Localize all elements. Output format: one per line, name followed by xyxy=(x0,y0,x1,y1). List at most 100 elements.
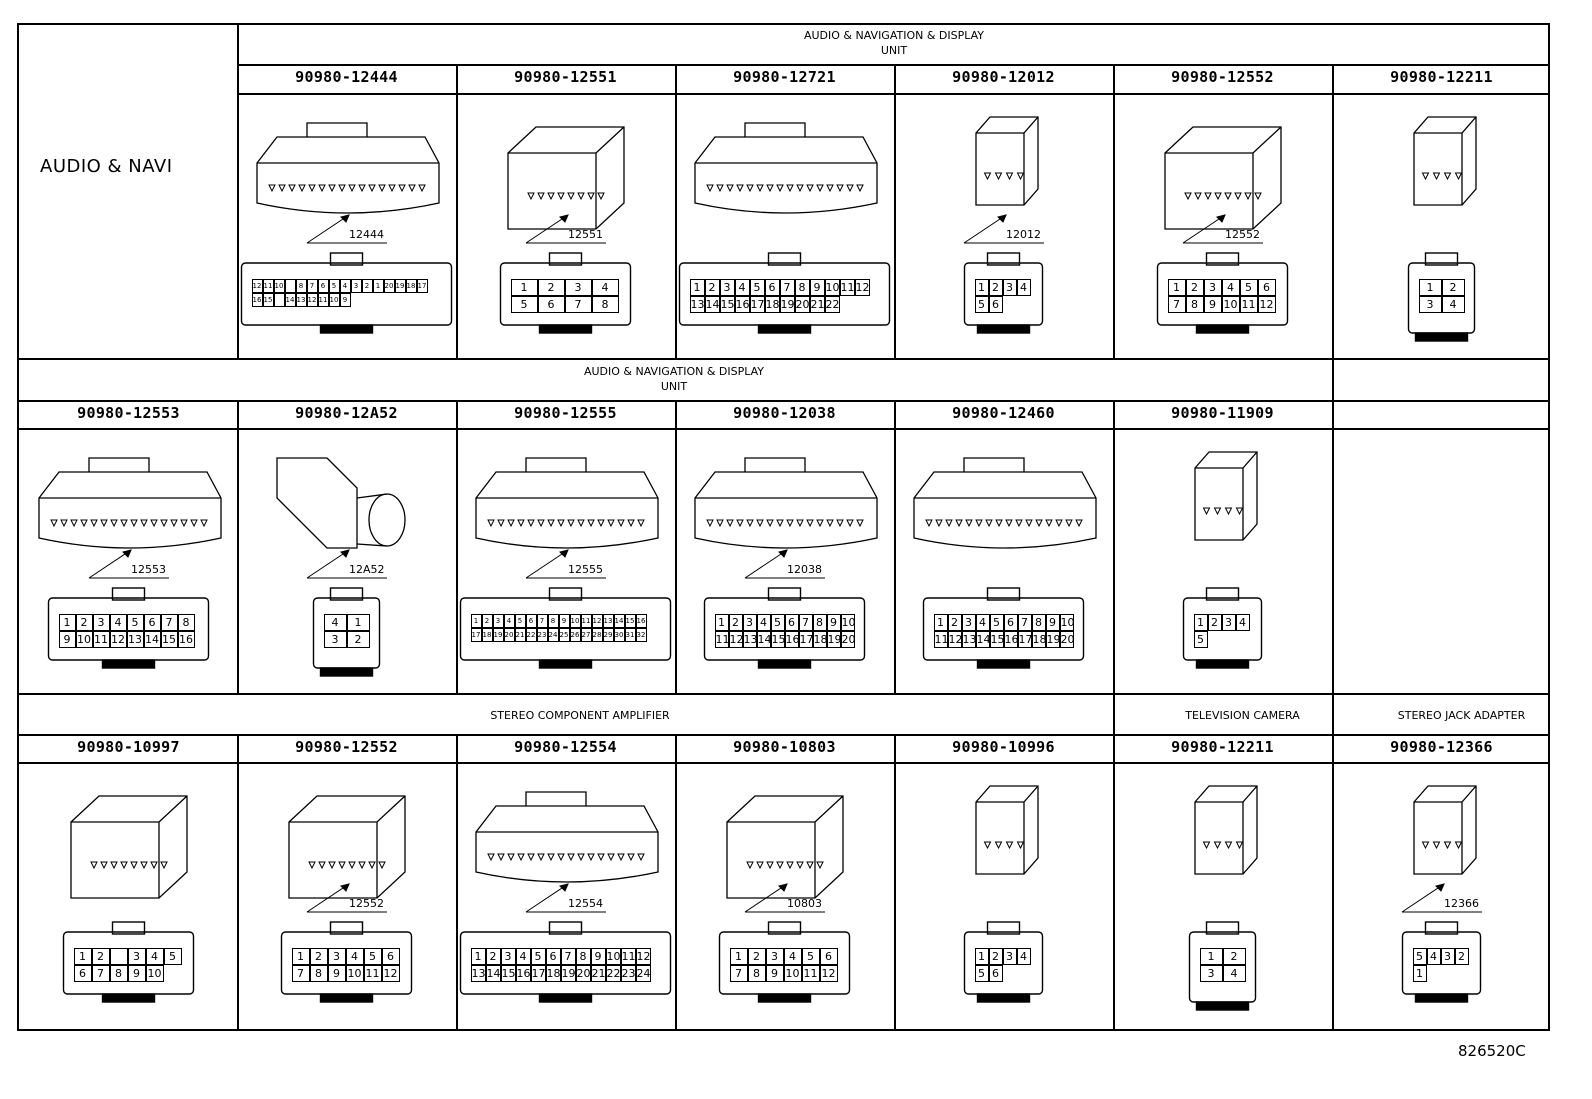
pin-cell: 10 xyxy=(569,614,581,628)
pin-cell: 2 xyxy=(747,948,766,965)
connector-face-outline xyxy=(1182,587,1263,669)
pin-cell: 8 xyxy=(591,296,619,313)
connector-body-illustration xyxy=(70,795,188,899)
pin-cell: 2 xyxy=(728,614,743,631)
pin-cell: 8 xyxy=(1185,296,1204,313)
pin-cell: 19 xyxy=(779,296,795,313)
pin-cell: 18 xyxy=(405,279,417,293)
pin-cell: 15 xyxy=(500,965,516,982)
pin-cell: 5 xyxy=(126,614,144,631)
part-number: 90980-10997 xyxy=(77,738,180,756)
pin-cell: 4 xyxy=(1235,614,1250,631)
pin-cell: 3 xyxy=(1002,279,1017,296)
pin-cell: 20 xyxy=(575,965,591,982)
pin-cell: 2 xyxy=(91,948,110,965)
pin-cell: 4 xyxy=(339,279,351,293)
pin-cell: 1 xyxy=(689,279,705,296)
pin-cell: 4 xyxy=(1016,279,1031,296)
group-header-line1: AUDIO & NAVIGATION & DISPLAY xyxy=(803,29,985,42)
pin-cell: 6 xyxy=(1257,279,1276,296)
pin-cell: 4 xyxy=(1221,279,1240,296)
connector-body-illustration xyxy=(1413,785,1477,875)
pin-cell: 17 xyxy=(530,965,546,982)
connector-body-illustration xyxy=(507,126,625,230)
pin-cell: 8 xyxy=(1031,614,1046,631)
pin-cell: 20 xyxy=(383,279,395,293)
pin-cell: 6 xyxy=(143,614,161,631)
pin-cell: 3 xyxy=(742,614,757,631)
pin-cell: 4 xyxy=(1441,296,1465,313)
pin-cell: 27 xyxy=(580,628,592,642)
pin-cell: 5 xyxy=(989,614,1004,631)
pin-cell: 11 xyxy=(580,614,592,628)
connector-face-outline xyxy=(922,587,1085,669)
pin-cell: 6 xyxy=(764,279,780,296)
connector-body-illustration xyxy=(726,795,844,899)
connector-body-illustration xyxy=(475,457,659,549)
pin-cell: 9 xyxy=(826,614,841,631)
callout-label: 12366 xyxy=(1444,897,1479,910)
pin-cell: 10 xyxy=(1059,614,1075,631)
callout-leader xyxy=(306,549,387,579)
group-header-line2: UNIT xyxy=(660,380,688,393)
pin-cell: 16 xyxy=(635,614,647,628)
pin-cell: 1 xyxy=(974,279,989,296)
pin-cell: 22 xyxy=(525,628,537,642)
pin-cell: 2 xyxy=(1454,948,1469,965)
connector-body-illustration xyxy=(256,122,440,214)
callout-leader xyxy=(306,883,387,913)
pin-cell: 18 xyxy=(812,631,828,648)
pin-cell: 8 xyxy=(295,279,307,293)
pin-cell: 1 xyxy=(1193,614,1208,631)
pin-cell: 3 xyxy=(1440,948,1455,965)
pin-cell: 18 xyxy=(1031,631,1047,648)
pin-cell: 4 xyxy=(109,614,127,631)
pin-cell: 9 xyxy=(590,948,606,965)
pin-cell: 13 xyxy=(295,293,307,307)
pin-cell: 10 xyxy=(783,965,802,982)
pin-cell: 4 xyxy=(323,614,347,631)
pin-cell: 5 xyxy=(1193,631,1208,648)
pin-cell: 7 xyxy=(564,296,592,313)
pin-cell: 4 xyxy=(515,948,531,965)
pin-cell: 12 xyxy=(251,279,263,293)
callout-label: 12552 xyxy=(349,897,384,910)
pin-cell: 12 xyxy=(819,965,838,982)
pin-cell: 2 xyxy=(988,279,1003,296)
pin-cell: 2 xyxy=(704,279,720,296)
pin-cell: 26 xyxy=(569,628,581,642)
pin-cell: 31 xyxy=(624,628,636,642)
part-number: 90980-11909 xyxy=(1171,404,1274,422)
pin-cell: 3 xyxy=(1221,614,1236,631)
pin-cell: 5 xyxy=(514,614,526,628)
pin-cell: 1 xyxy=(470,948,486,965)
callout-leader xyxy=(306,214,387,244)
pin-cell: 14 xyxy=(704,296,720,313)
pin-cell: 4 xyxy=(734,279,750,296)
connector-face-outline xyxy=(62,921,195,1003)
part-number: 90980-12721 xyxy=(733,68,836,86)
part-number: 90980-10996 xyxy=(952,738,1055,756)
pin-cell: 1 xyxy=(1412,965,1427,982)
part-number: 90980-12554 xyxy=(514,738,617,756)
group-header-television-camera: TELEVISION CAMERA xyxy=(1185,709,1300,722)
connector-face-outline xyxy=(499,252,632,334)
pin-cell: 6 xyxy=(545,948,561,965)
callout-label: 12012 xyxy=(1006,228,1041,241)
pin-cell: 16 xyxy=(251,293,263,307)
pin-cell: 5 xyxy=(163,948,182,965)
part-number: 90980-12444 xyxy=(295,68,398,86)
pin-cell: 4 xyxy=(1016,948,1031,965)
part-number: 90980-12552 xyxy=(1171,68,1274,86)
connector-cell xyxy=(1332,428,1551,692)
